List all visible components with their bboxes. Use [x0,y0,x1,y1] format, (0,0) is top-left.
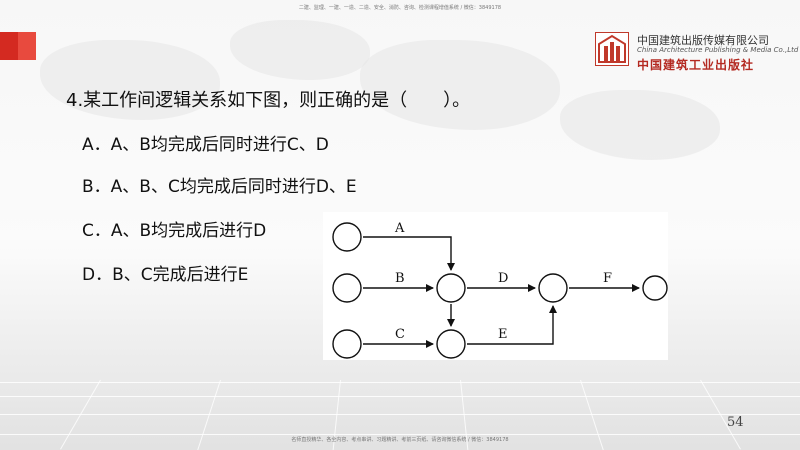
node-3 [332,329,362,359]
node-4 [436,273,466,303]
publisher-logo: 中国建筑出版传媒有限公司 China Architecture Publishi… [595,30,799,72]
red-accent-tab [18,32,36,60]
page-number: 54 [727,415,744,430]
world-map-shape [40,40,220,120]
world-map-shape [560,90,720,160]
publisher-logo-icon [595,32,629,66]
question-stem: 4.某工作间逻辑关系如下图，则正确的是（ ）。 [66,90,471,111]
network-diagram-svg: A B C D E F [332,221,668,359]
node-2 [332,273,362,303]
publisher-name-cn-secondary: 中国建筑工业出版社 [637,58,755,72]
option-a: A．A、B均完成后同时进行C、D [82,135,329,155]
option-b: B．A、B、C均完成后同时进行D、E [82,177,357,197]
option-d: D．B、C完成后进行E [82,265,249,285]
world-map-shape [230,20,370,80]
publisher-name-en: China Architecture Publishing & Media Co… [637,46,799,54]
label-f: F [603,271,612,286]
arrow-e [467,305,557,345]
network-diagram: A B C D E F [323,212,668,360]
node-1 [332,222,362,252]
node-7 [642,275,668,301]
arrow-a [363,236,455,271]
node-5 [436,329,466,359]
node-6 [538,273,568,303]
world-map-shape [360,40,560,130]
label-e: E [498,327,508,342]
red-accent-tab [0,32,18,60]
top-watermark-note: 二建、监理、一建、一造、二造、安全、消防、咨询、检测课程增值系统 / 微信：38… [298,5,502,11]
bottom-watermark-note: 名师直授精华、各全内容、考点串讲、习题精讲、考前三页纸、请咨询微信系统 / 微信… [291,437,509,443]
option-c: C．A、B均完成后进行D [82,221,267,241]
label-d: D [498,271,508,286]
label-a: A [394,221,405,236]
publisher-name-cn: 中国建筑出版传媒有限公司 [637,34,769,47]
label-b: B [395,271,405,286]
label-c: C [395,327,405,342]
